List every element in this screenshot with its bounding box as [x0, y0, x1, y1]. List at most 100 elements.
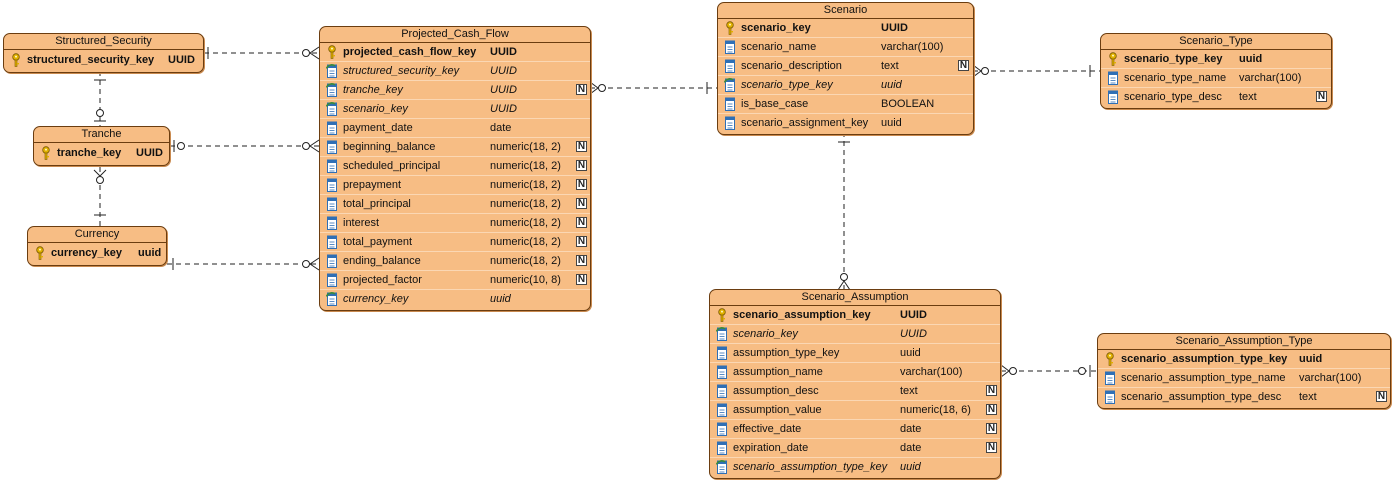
column-name: scenario_key — [733, 328, 798, 340]
column-type: numeric(18, 6) — [900, 404, 971, 416]
column-name: scenario_key — [741, 22, 811, 34]
foreign-key-icon — [325, 83, 338, 97]
rel-structured-security-tranche[interactable] — [94, 71, 106, 127]
column-type: uuid — [138, 247, 162, 259]
rel-scenario-projected-cash-flow[interactable] — [589, 81, 717, 95]
key-icon — [34, 246, 46, 260]
entity-projected-cash-flow[interactable]: Projected_Cash_Flow projected_cash_flow_… — [319, 26, 591, 311]
nullable-icon: N — [576, 255, 587, 266]
foreign-key-icon — [325, 102, 338, 116]
nullable-icon: N — [958, 60, 969, 71]
column-type: uuid — [1239, 53, 1263, 65]
rel-currency-projected-cash-flow[interactable] — [167, 257, 320, 271]
column-type: UUID — [900, 328, 927, 340]
column-icon — [716, 403, 728, 417]
column-type: text — [881, 60, 899, 72]
column-name: scenario_type_desc — [1124, 91, 1222, 103]
key-icon — [1107, 52, 1119, 66]
column-type: uuid — [900, 347, 921, 359]
rel-tranche-projected-cash-flow[interactable] — [170, 139, 320, 153]
column-type: text — [900, 385, 918, 397]
entity-title: Scenario_Assumption_Type — [1098, 334, 1390, 350]
key-icon — [326, 45, 338, 59]
entity-structured-security[interactable]: Structured_Security structured_security_… — [3, 33, 204, 73]
nullable-icon: N — [576, 236, 587, 247]
entity-scenario-assumption-type[interactable]: Scenario_Assumption_Type scenario_assump… — [1097, 333, 1391, 409]
column-name: scenario_type_key — [741, 79, 833, 91]
column-type: BOOLEAN — [881, 98, 935, 110]
column-icon — [1107, 71, 1119, 85]
column-icon — [326, 235, 338, 249]
column-row[interactable]: scenario_type_key uuid — [718, 76, 973, 95]
nullable-icon: N — [986, 442, 997, 453]
entity-title: Scenario_Assumption — [710, 290, 1000, 306]
key-icon — [716, 308, 728, 322]
entity-title: Structured_Security — [4, 34, 203, 50]
column-icon — [716, 384, 728, 398]
column-row[interactable]: is_base_case BOOLEAN — [718, 95, 973, 114]
column-row[interactable]: scenario_key UUID — [710, 325, 1000, 344]
key-icon — [724, 21, 736, 35]
nullable-icon: N — [576, 84, 587, 95]
rel-scenario-type-scenario[interactable] — [972, 64, 1100, 78]
entity-title: Tranche — [34, 127, 169, 143]
column-type: numeric(18, 2) — [490, 255, 561, 267]
column-type: uuid — [881, 79, 902, 91]
column-type: UUID — [168, 54, 195, 66]
column-name: is_base_case — [741, 98, 809, 110]
column-name: scenario_assumption_type_desc — [1121, 391, 1282, 403]
entity-scenario-assumption[interactable]: Scenario_Assumption scenario_assumption_… — [709, 289, 1001, 479]
rel-currency-tranche[interactable] — [93, 167, 107, 227]
column-icon — [326, 216, 338, 230]
entity-title: Projected_Cash_Flow — [320, 27, 590, 43]
rel-scenario-assumption-type-scenario-assumption[interactable] — [1000, 364, 1097, 378]
column-name: effective_date — [733, 423, 802, 435]
entity-title: Scenario — [718, 3, 973, 19]
nullable-icon: N — [1316, 91, 1327, 102]
rel-structured-security-projected-cash-flow[interactable] — [204, 46, 320, 60]
column-icon — [326, 254, 338, 268]
rel-scenario-scenario-assumption[interactable] — [837, 132, 851, 291]
